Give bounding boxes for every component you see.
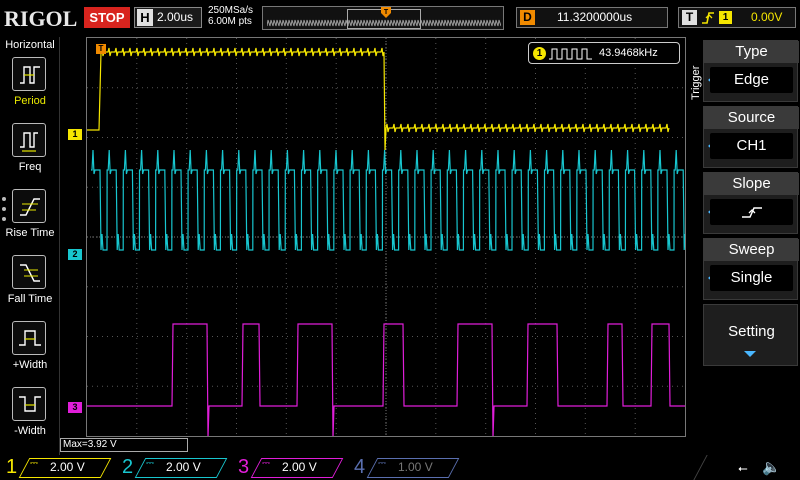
measure-plus-width-label: +Width [12,359,48,371]
rising-edge-icon [741,207,762,218]
trigger-source-badge: 1 [719,11,732,24]
frequency-counter-readout: 1 43.9468kHz [528,42,680,64]
measurement-sidebar: Horizontal Period Freq Rise Time Fall Ti… [0,37,60,455]
svg-text:T: T [384,9,389,16]
ch3-number: 3 [238,456,250,478]
ch1-number: 1 [6,456,18,478]
down-arrow-icon [744,351,756,357]
trigger-slope-menu[interactable]: Slope [703,172,799,234]
trigger-sweep-title: Sweep [704,239,799,261]
period-icon [12,57,46,91]
acquisition-info: 250MSa/s 6.00M pts [208,5,253,27]
trigger-source-menu[interactable]: Source CH1 [703,106,799,168]
trigger-indicator[interactable]: T 1 0.00V [678,7,796,28]
ch2-trace [91,149,685,251]
trigger-type-title: Type [704,41,799,63]
measure-freq-label: Freq [18,161,42,173]
timebase-indicator[interactable]: H 2.00us [134,7,202,28]
measure-plus-width-button[interactable]: +Width [0,321,60,385]
sidebar-title: Horizontal [5,39,55,51]
fall-time-icon [12,255,46,289]
ch4-number: 4 [354,456,366,478]
ch2-status[interactable]: 2 ⎓ 2.00 V [116,455,232,480]
speaker-muted-icon[interactable]: 🔈 [762,459,781,476]
ch2-offset-marker[interactable]: 2 [68,249,82,260]
trigger-menu-tab: Trigger [690,42,702,142]
freq-icon [12,123,46,157]
trigger-type-value: Edge [710,67,793,93]
memory-overview-wave [267,19,501,27]
trigger-time-marker: T [96,44,106,54]
frequency-counter-value: 43.9468kHz [599,47,658,59]
run-stop-indicator[interactable]: STOP [84,7,130,28]
measure-rise-time-button[interactable]: Rise Time [0,189,60,253]
trigger-level: 0.00V [751,10,783,24]
ch1-status[interactable]: 1 ⎓ 2.00 V [0,455,116,480]
trigger-setting-menu[interactable]: Setting [703,304,798,366]
brand-logo: RIGOL [4,6,78,31]
trigger-slope-title: Slope [704,173,799,195]
trigger-source-title: Source [704,107,799,129]
dc-coupling-icon: ⎓ [262,458,270,469]
measure-freq-button[interactable]: Freq [0,123,60,187]
trigger-letter: T [682,10,697,25]
measure-fall-time-button[interactable]: Fall Time [0,255,60,319]
measure-period-button[interactable]: Period [0,57,60,121]
measure-fall-time-label: Fall Time [7,293,53,305]
ch4-scale: 1.00 V [398,460,433,474]
ch2-number: 2 [122,456,134,478]
rise-time-icon [12,189,46,223]
plus-width-icon [12,321,46,355]
timebase-letter: H [137,9,153,26]
timebase-value: 2.00us [157,10,194,24]
ch1-scale: 2.00 V [50,460,85,474]
trigger-sweep-value: Single [710,265,793,291]
trigger-sweep-menu[interactable]: Sweep Single [703,238,799,300]
ch3-trace [87,323,685,436]
dc-coupling-icon: ⎓ [146,458,154,469]
ch1-trace [87,47,670,151]
memory-overview-bar[interactable]: T [262,6,504,30]
top-status-bar: RIGOL STOP H 2.00us 250MSa/s 6.00M pts T… [0,0,800,36]
measure-minus-width-label: -Width [14,425,46,437]
measure-period-label: Period [14,95,46,107]
max-readout: Max=3.92 V [60,438,188,452]
graticule [87,38,685,436]
delay-value: 11.3200000us [557,10,633,24]
ch3-offset-marker[interactable]: 3 [68,402,82,413]
ch2-scale: 2.00 V [166,460,201,474]
measure-rise-time-label: Rise Time [5,227,55,239]
channel-status-bar: 1 ⎓ 2.00 V 2 ⎓ 2.00 V 3 ⎓ 2.00 V 4 ⎓ 1.0… [0,455,800,480]
memory-depth: 6.00M pts [208,16,252,27]
trigger-setting-title: Setting [728,323,775,340]
ch4-status[interactable]: 4 ⎓ 1.00 V [348,455,464,480]
frequency-counter-channel: 1 [533,47,546,60]
sample-rate: 250MSa/s [208,5,254,16]
trigger-menu-tab-label: Trigger [690,65,702,100]
dc-coupling-icon: ⎓ [30,458,38,469]
waveform-canvas [87,38,685,436]
measure-minus-width-button[interactable]: -Width [0,387,60,451]
minus-width-icon [12,387,46,421]
delay-indicator[interactable]: D 11.3200000us [516,7,668,28]
usb-icon: ⭠ [738,461,748,475]
ch1-offset-marker[interactable]: 1 [68,129,82,140]
square-wave-icon [549,48,592,60]
memory-trigger-marker-icon: T [381,7,391,18]
scroll-dots[interactable] [2,197,8,227]
delay-letter: D [520,10,535,25]
ch3-status[interactable]: 3 ⎓ 2.00 V [232,455,348,480]
trigger-slope-value [710,199,793,225]
dc-coupling-icon: ⎓ [378,458,386,469]
ch3-scale: 2.00 V [282,460,317,474]
trigger-type-menu[interactable]: Type Edge [703,40,799,102]
trigger-source-value: CH1 [710,133,793,159]
waveform-display[interactable] [86,37,686,437]
rising-edge-icon [702,12,714,24]
